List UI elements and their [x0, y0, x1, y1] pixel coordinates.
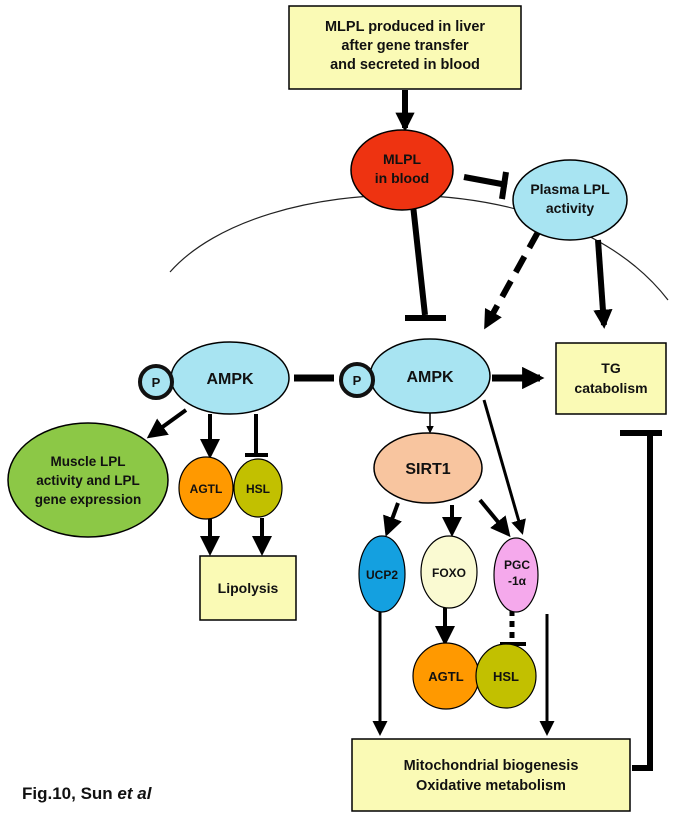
label-line: TG [601, 360, 621, 376]
svg-text:AGTL: AGTL [190, 482, 223, 496]
sirt1-node: SIRT1 [373, 432, 483, 504]
label-line: in blood [375, 170, 429, 186]
label-line: Oxidative metabolism [416, 778, 566, 794]
arrow-ampk-to-pgc [482, 399, 526, 535]
label-line: Plasma LPL [530, 181, 610, 197]
label-line: -1α [508, 574, 527, 588]
svg-text:HSL: HSL [493, 669, 519, 684]
label-line: catabolism [574, 380, 647, 396]
phospho-left-badge: P [138, 364, 174, 400]
ampk-right-node: AMPK [369, 338, 491, 414]
figure-caption: Fig.10, Sun et al [22, 784, 153, 803]
hsl-left-node: HSL [233, 458, 283, 518]
arrow-ampk-to-muscle-lpl [146, 408, 188, 439]
label-line: MLPL produced in liver [325, 19, 485, 35]
svg-text:UCP2: UCP2 [366, 568, 398, 582]
tg-catabolism-box: TG catabolism [555, 342, 667, 415]
svg-text:Lipolysis: Lipolysis [218, 580, 279, 596]
hsl-right-node: HSL [475, 643, 537, 709]
arrow-plasma-lpl-to-tg [593, 239, 613, 329]
plasma-lpl-node: Plasma LPL activity [512, 159, 628, 241]
mlpl-blood-node: MLPL in blood [350, 129, 454, 211]
svg-text:SIRT1: SIRT1 [405, 461, 450, 478]
inhibit-mlpl-to-plasma-lpl [463, 174, 508, 188]
label-line: Muscle LPL [50, 454, 125, 469]
arrow-sirt1-to-ucp2 [383, 502, 402, 537]
caption-italic: et al [117, 784, 152, 803]
label-line: activity and LPL [36, 473, 140, 488]
ampk-left-node: AMPK [170, 341, 290, 415]
svg-text:PGC-1α: PGC -1α [504, 558, 530, 588]
label-line: Mitochondrial biogenesis [404, 758, 579, 774]
pgc-1a-node: PGC -1α [493, 537, 539, 613]
svg-text:AGTL: AGTL [428, 669, 463, 684]
inhibit-mlpl-to-ampk [410, 204, 428, 316]
label-line: activity [546, 200, 594, 216]
svg-text:HSL: HSL [246, 482, 270, 496]
label-line: and secreted in blood [330, 57, 480, 73]
caption-prefix: Fig.10, Sun [22, 784, 117, 803]
lipolysis-box: Lipolysis [199, 555, 297, 621]
mlpl-liver-box: MLPL produced in liver after gene transfe… [288, 5, 522, 90]
svg-text:FOXO: FOXO [432, 566, 466, 580]
arrow-sirt1-to-pgc [478, 498, 511, 538]
agtl-left-node: AGTL [178, 456, 234, 520]
ucp2-node: UCP2 [358, 535, 406, 613]
label-line: gene expression [35, 492, 142, 507]
label-line: after gene transfer [341, 38, 469, 54]
label-line: MLPL [383, 151, 422, 167]
phospho-right-badge: P [339, 362, 375, 398]
svg-text:P: P [152, 375, 161, 390]
svg-text:P: P [353, 373, 362, 388]
inhibit-mito-to-tg [632, 432, 653, 771]
label-line: PGC [504, 558, 530, 572]
svg-text:AMPK: AMPK [206, 371, 254, 388]
svg-text:AMPK: AMPK [406, 369, 454, 386]
foxo-node: FOXO [420, 535, 478, 609]
agtl-right-node: AGTL [412, 642, 480, 710]
inhibit-bar-plasma-lpl [499, 171, 509, 200]
dashed-arrow-plasma-lpl-to-ampk [483, 230, 541, 330]
muscle-lpl-node: Muscle LPL activity and LPL gene expressio… [7, 422, 169, 538]
